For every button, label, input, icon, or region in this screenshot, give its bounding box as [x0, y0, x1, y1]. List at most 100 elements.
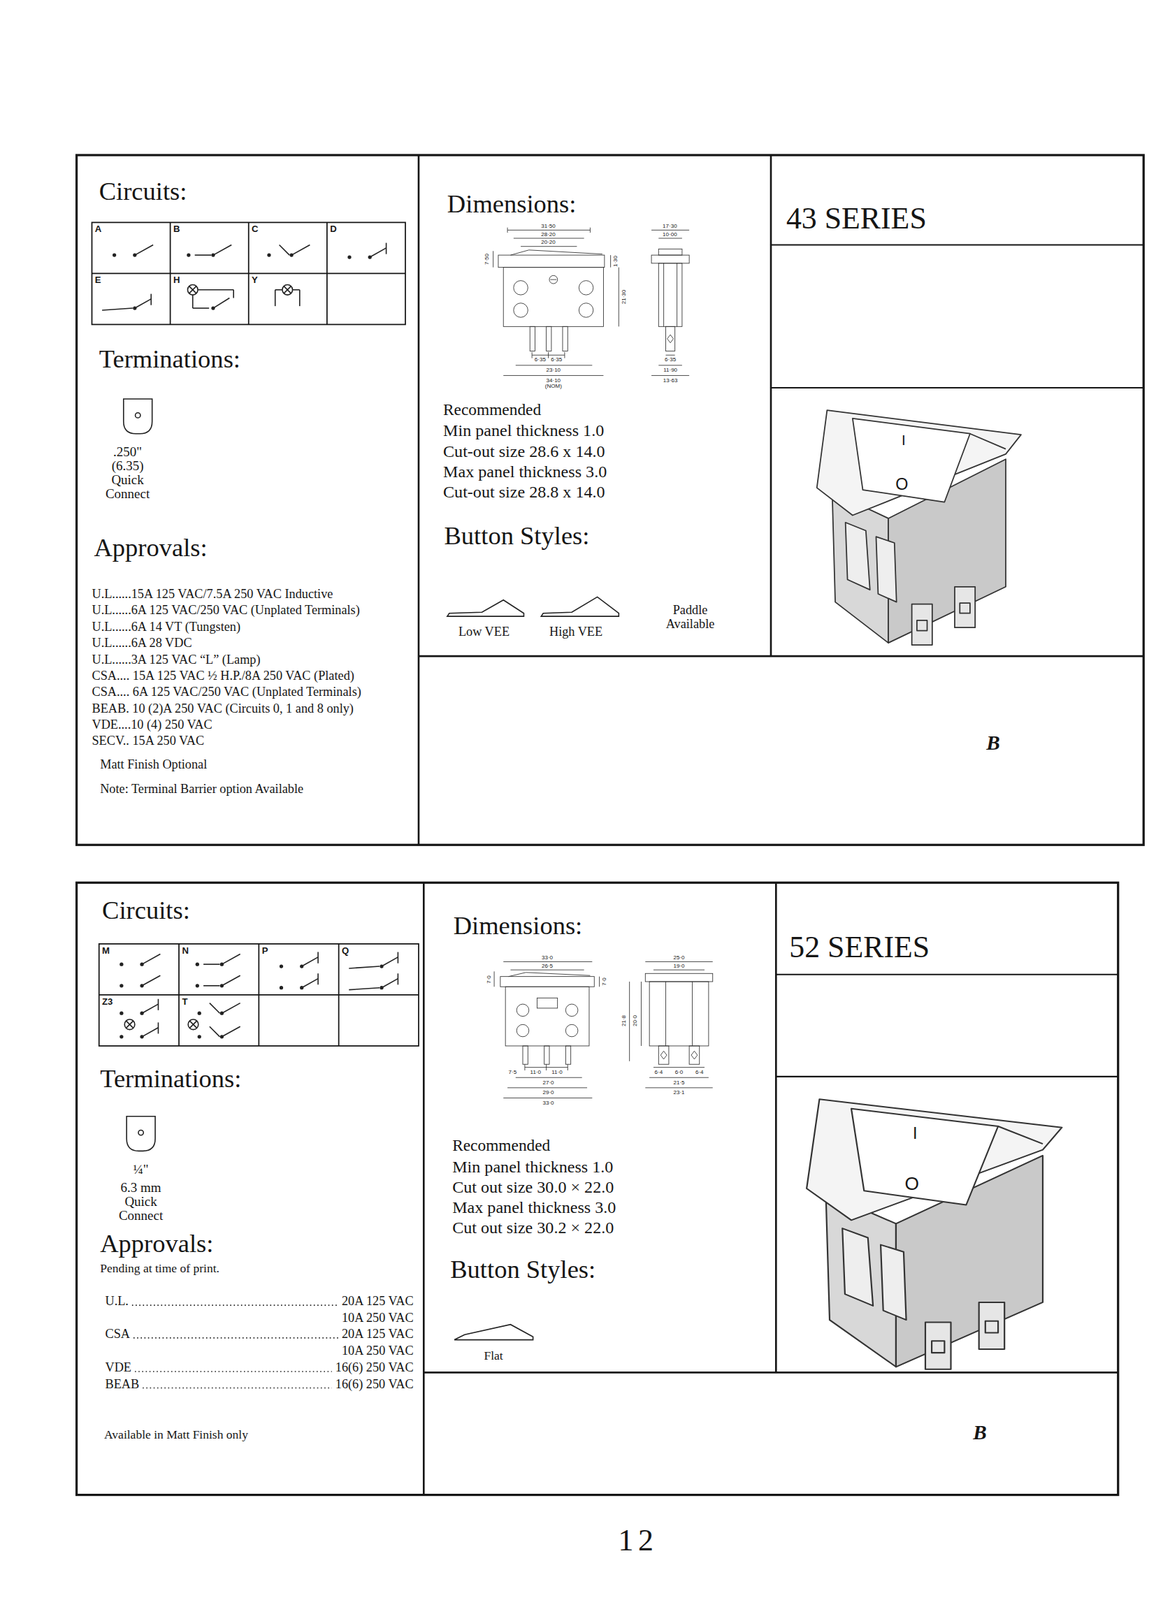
dimension-value: 1·30	[612, 255, 620, 267]
approval-line: CSA.... 6A 125 VAC/250 VAC (Unplated Ter…	[91, 684, 361, 699]
dimension-value: 21·5	[673, 1080, 685, 1087]
section-heading: Approvals:	[93, 533, 207, 562]
spec-panel: Circuits: Terminations: .250" (6.35) Quick…	[76, 155, 419, 846]
note-text: Note: Terminal Barrier option Available	[99, 782, 304, 797]
series-title-box: 43 SERIES	[770, 155, 1144, 246]
dimension-value: 11·0	[530, 1070, 541, 1077]
circuit-cell: D	[327, 222, 406, 274]
approval-line: U.L......6A 125 VAC/250 VAC (Unplated Te…	[91, 603, 360, 618]
termination-label: 6.3 mm Quick Connect	[116, 1181, 166, 1224]
dimension-value: 10·00	[662, 232, 678, 239]
section-heading: Dimensions:	[453, 912, 583, 941]
circuit-cell: N	[178, 944, 259, 996]
circuit-cell: B	[170, 222, 249, 274]
section-heading: Terminations:	[99, 1065, 242, 1094]
spec-panel: Circuits:Terminations:¼"6.3 mm Quick Con…	[76, 883, 425, 1497]
dimension-value: 7·50	[483, 253, 490, 265]
dimension-value: (NOM)	[545, 383, 562, 390]
approval-rating: 20A 125 VAC	[341, 1294, 414, 1309]
termination-label: ¼"	[133, 1163, 149, 1178]
circuit-letter: H	[173, 275, 180, 286]
approval-rating: 16(6) 250 VAC	[335, 1360, 414, 1375]
approval-agency: BEAB	[104, 1377, 140, 1392]
page-number: 12	[618, 1523, 659, 1558]
series-title: 52 SERIES	[789, 930, 930, 964]
rocker-marking: I	[901, 432, 906, 449]
dimension-value: 33·0	[542, 1100, 554, 1108]
circuit-letter: C	[251, 224, 258, 235]
note-text: Matt Finish Optional	[99, 757, 207, 772]
section-heading: Circuits:	[99, 177, 188, 206]
circuit-letter: P	[262, 946, 269, 957]
dimension-value: 6·35	[664, 357, 676, 364]
dimension-value: 20·20	[540, 239, 556, 247]
approval-rating: 16(6) 250 VAC	[335, 1377, 414, 1392]
dimension-value: 6·4	[654, 1070, 664, 1077]
dot-leader	[134, 1371, 332, 1373]
circuit-letter: N	[181, 946, 189, 957]
dimension-value: 29·0	[542, 1090, 554, 1097]
button-style-label: Paddle Available	[659, 603, 722, 632]
circuit-cell: T	[178, 995, 259, 1047]
dimension-value: 11·0	[551, 1070, 562, 1077]
circuit-cell: Y	[248, 273, 328, 325]
note-text: Pending at time of print.	[99, 1262, 220, 1276]
circuit-letter: D	[329, 224, 337, 235]
dimension-value: 17·30	[662, 223, 678, 230]
approval-rating: 10A 250 VAC	[341, 1344, 414, 1358]
dimension-value: 26·5	[541, 963, 553, 971]
section-heading: Dimensions:	[447, 190, 577, 219]
circuit-letter: B	[173, 224, 180, 235]
dimension-value: 13·63	[663, 378, 678, 385]
approval-line: U.L......6A 14 VT (Tungsten)	[91, 619, 241, 634]
dimension-value: 6·35	[550, 357, 562, 364]
spec-text: Cut-out size 28.6 x 14.0	[443, 442, 606, 462]
dimension-value: 23·1	[673, 1090, 685, 1097]
dot-leader	[142, 1388, 332, 1390]
circuit-cell: Z3	[99, 995, 179, 1047]
rocker-marking: O	[904, 1174, 919, 1195]
dimension-value: 31·50	[540, 223, 556, 230]
section-heading: Button Styles:	[443, 522, 590, 551]
dimension-value: 33·0	[541, 955, 553, 962]
spec-text: Recommended	[443, 401, 541, 420]
circuit-cell: H	[170, 273, 249, 325]
approval-agency: U.L.	[104, 1294, 128, 1309]
circuit-cell: P	[258, 944, 339, 996]
dimension-value: 23·10	[546, 367, 562, 374]
dimension-value: 6·35	[534, 357, 546, 364]
section-heading: Approvals:	[99, 1230, 214, 1259]
rocker-marking: I	[912, 1125, 918, 1144]
circuit-letter: Q	[341, 946, 349, 957]
button-style-label: Low VEE	[458, 624, 510, 639]
circuit-letter: M	[102, 946, 110, 957]
section-heading: Terminations:	[99, 345, 241, 374]
section-heading: Button Styles:	[450, 1255, 596, 1284]
approval-agency: VDE	[104, 1360, 132, 1375]
circuit-cell: E	[91, 273, 170, 325]
approval-line: VDE....10 (4) 250 VAC	[91, 717, 212, 732]
dimension-panel: Dimensions: RecommendedMin panel thicknes…	[418, 155, 771, 657]
dimension-value: 28·20	[540, 232, 556, 239]
dimension-value: 7·0	[485, 976, 493, 985]
circuit-letter: Y	[251, 275, 258, 286]
dimension-value: 6·4	[695, 1070, 704, 1077]
rocker-marking: O	[895, 475, 908, 495]
maker-mark: B	[972, 1421, 987, 1444]
circuit-letter: E	[95, 275, 102, 286]
series-title: 43 SERIES	[786, 201, 927, 235]
spec-text: Max panel thickness 3.0	[443, 462, 607, 482]
termination-label: .250" (6.35) Quick Connect	[99, 445, 157, 502]
approval-rating: 10A 250 VAC	[341, 1311, 414, 1326]
circuit-cell: Q	[338, 944, 419, 996]
spec-text: Cut out size 30.2 × 22.0	[452, 1218, 614, 1238]
approval-agency: CSA	[104, 1327, 130, 1342]
dot-leader	[133, 1337, 339, 1340]
dimension-value: 20·0	[631, 1015, 639, 1027]
dimension-value: 21·30	[620, 290, 627, 305]
dimension-value: 21·8	[620, 1015, 627, 1027]
dot-leader	[132, 1304, 339, 1307]
button-style-label: High VEE	[549, 624, 603, 639]
spec-text: Min panel thickness 1.0	[443, 421, 604, 441]
